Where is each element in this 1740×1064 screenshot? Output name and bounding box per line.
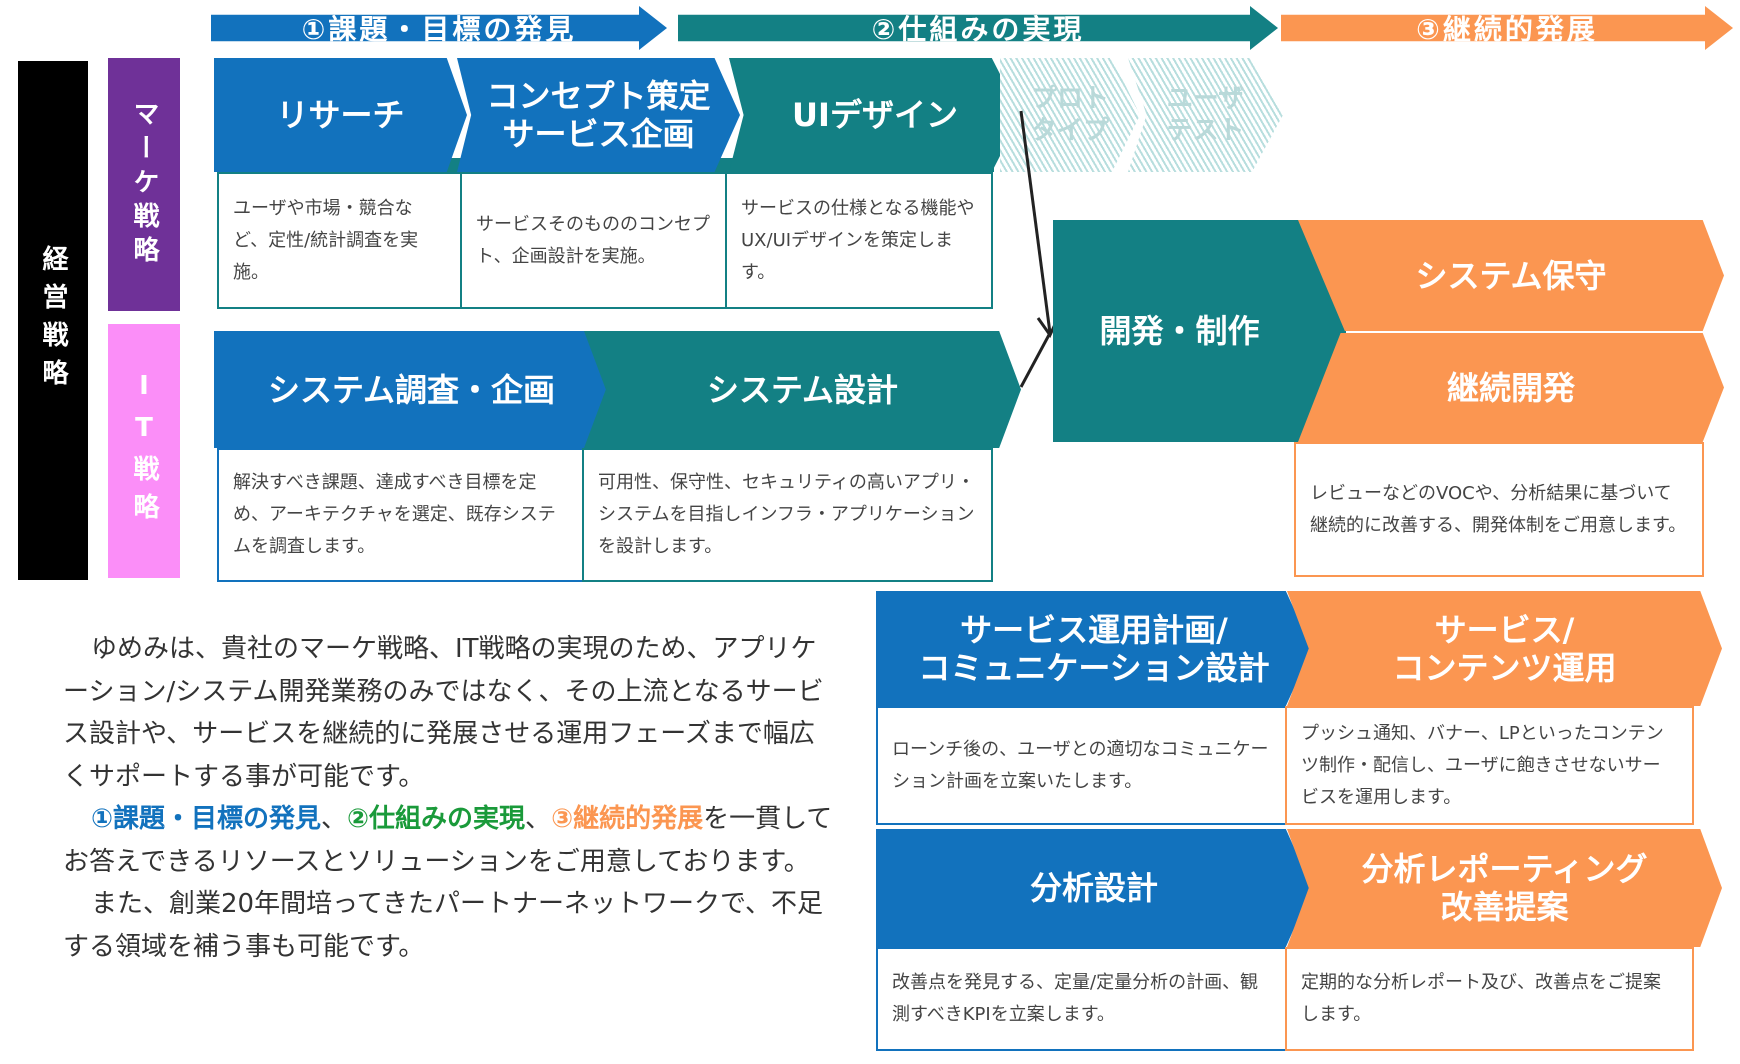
- ops-plan-step: サービス運用計画/ コミュニケーション設計: [876, 591, 1312, 706]
- system-research-desc: 解決すべき課題、達成すべき目標を定め、アーキテクチャを選定、既存システムを調査し…: [217, 448, 584, 582]
- intro-p2: ①課題・目標の発見、②仕組みの実現、③継続的発展を一貫してお答えできるリソースと…: [63, 804, 833, 877]
- highlight-phase-2: ②仕組みの実現: [347, 804, 526, 834]
- it-label: IT戦略: [129, 371, 159, 531]
- analysis-design-step: 分析設計: [876, 829, 1312, 947]
- intro-p3: また、創業20年間培ってきたパートナーネットワークで、不足する領域を補う事も可能…: [63, 889, 823, 962]
- analysis-reporting-desc: 定期的な分析レポート及び、改善点をご提案します。: [1285, 947, 1694, 1051]
- phase-3-label: ③継続的発展: [1416, 13, 1598, 46]
- ops-plan-desc: ローンチ後の、ユーザとの適切なコミュニケーション計画を立案いたします。: [876, 706, 1287, 825]
- intro-p1: ゆめみは、貴社のマーケ戦略、IT戦略の実現のため、アプリケーション/システム開発…: [63, 634, 824, 792]
- step-user-test: ユーザ テスト: [1128, 58, 1283, 172]
- research-desc: ユーザや市場・競合など、定性/統計調査を実施。: [217, 172, 462, 309]
- highlight-phase-1: ①課題・目標の発見: [91, 804, 322, 834]
- marketing-strategy-bar: マーケ戦略: [108, 58, 180, 311]
- management-label: 経営戦略: [38, 244, 68, 397]
- content-ops-desc: プッシュ通知、バナー、LPといったコンテンツ制作・配信し、ユーザに飽きさせないサ…: [1285, 706, 1694, 825]
- step-research: リサーチ: [214, 58, 467, 172]
- management-strategy-bar: 経営戦略: [18, 61, 88, 580]
- system-design-desc: 可用性、保守性、セキュリティの高いアプリ・システムを目指しインフラ・アプリケーシ…: [582, 448, 993, 582]
- it-strategy-bar: IT戦略: [108, 324, 180, 578]
- analysis-design-desc: 改善点を発見する、定量/定量分析の計画、観測すべきKPIを立案します。: [876, 947, 1287, 1051]
- step-concept: コンセプト策定 サービス企画: [457, 58, 740, 172]
- step-system-research: システム調査・企画: [214, 331, 609, 448]
- ui-design-desc: サービスの仕様となる機能やUX/UIデザインを策定します。: [725, 172, 993, 309]
- content-ops-step: サービス/ コンテンツ運用: [1287, 591, 1722, 706]
- system-maintenance: システム保守: [1298, 220, 1724, 331]
- concept-desc: サービスそのもののコンセプト、企画設計を実施。: [460, 172, 727, 309]
- intro-paragraph: ゆめみは、貴社のマーケ戦略、IT戦略の実現のため、アプリケーション/システム開発…: [63, 628, 838, 968]
- development-box: 開発・制作: [1053, 220, 1346, 442]
- continuous-development-desc: レビューなどのVOCや、分析結果に基づいて継続的に改善する、開発体制をご用意しま…: [1294, 442, 1704, 577]
- highlight-phase-3: ③継続的発展: [551, 804, 704, 834]
- step-prototype: プロト タイプ: [1000, 58, 1140, 172]
- marketing-label: マーケ戦略: [129, 99, 159, 270]
- step-ui-design: UIデザイン: [729, 58, 1021, 172]
- step-system-design: システム設計: [584, 331, 1021, 448]
- phase-2-label: ②仕組みの実現: [871, 13, 1085, 46]
- analysis-reporting-step: 分析レポーティング 改善提案: [1287, 829, 1722, 947]
- continuous-development: 継続開発: [1298, 333, 1724, 442]
- phase-1-label: ①課題・目標の発見: [301, 13, 577, 46]
